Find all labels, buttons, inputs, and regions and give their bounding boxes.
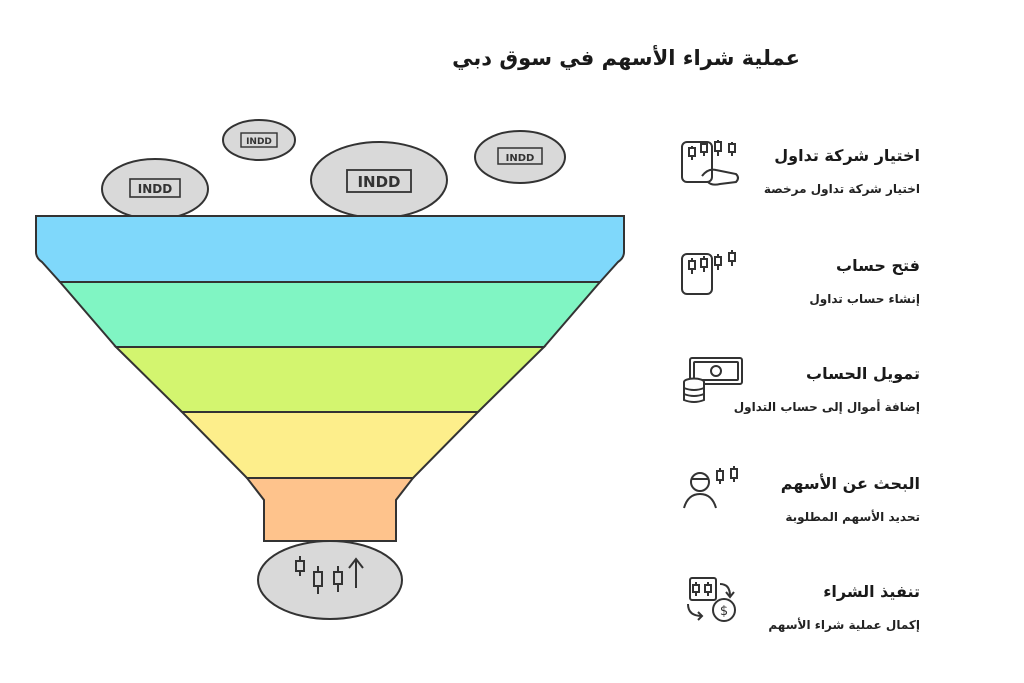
coin: INDD	[474, 130, 566, 184]
step-heading: فتح حساب	[835, 256, 920, 275]
step-1: اختيار شركة تداول اختيار شركة تداول مرخص…	[660, 138, 990, 228]
funnel-layer-2	[57, 281, 603, 348]
money-coins-icon	[683, 357, 743, 403]
coin-label: INDD	[138, 182, 172, 196]
step-4: البحث عن الأسهم تحديد الأسهم المطلوبة	[660, 466, 990, 556]
candlestick-arrow-icon	[295, 556, 364, 594]
step-heading: تمويل الحساب	[805, 364, 920, 383]
output-coin	[257, 540, 403, 620]
svg-text:$: $	[720, 604, 728, 619]
step-description: إضافة أموال إلى حساب التداول	[733, 400, 920, 414]
person-candlestick-icon	[683, 466, 738, 509]
step-3: تمويل الحساب إضافة أموال إلى حساب التداو…	[660, 356, 990, 446]
diagram-title: عملية شراء الأسهم في سوق دبي	[452, 46, 800, 70]
step-heading: اختيار شركة تداول	[774, 146, 920, 165]
coin-label: INDD	[246, 137, 272, 147]
coin-label: INDD	[357, 173, 400, 191]
funnel-layer-4	[179, 411, 481, 479]
step-5: $ تنفيذ الشراء إكمال عملية شراء الأسهم	[660, 574, 990, 664]
step-description: إنشاء حساب تداول	[809, 292, 920, 306]
funnel-layer-5	[244, 477, 416, 542]
step-description: اختيار شركة تداول مرخصة	[763, 182, 920, 196]
coin: INDD	[222, 119, 296, 161]
step-description: إكمال عملية شراء الأسهم	[768, 618, 920, 632]
step-heading: البحث عن الأسهم	[780, 474, 920, 493]
coin-label: INDD	[506, 153, 535, 164]
exchange-dollar-icon: $	[687, 577, 736, 622]
step-description: تحديد الأسهم المطلوبة	[785, 510, 920, 524]
funnel-layer-1	[35, 215, 625, 283]
phone-candlestick-hand-icon	[681, 140, 739, 186]
step-2: فتح حساب إنشاء حساب تداول	[660, 248, 990, 338]
funnel-layer-3	[113, 346, 547, 413]
phone-candlestick-icon	[681, 250, 736, 295]
funnel-diagram: INDD INDD INDD INDD	[35, 119, 625, 620]
step-heading: تنفيذ الشراء	[823, 582, 920, 601]
coin: INDD	[101, 158, 209, 220]
coin: INDD	[310, 141, 448, 219]
